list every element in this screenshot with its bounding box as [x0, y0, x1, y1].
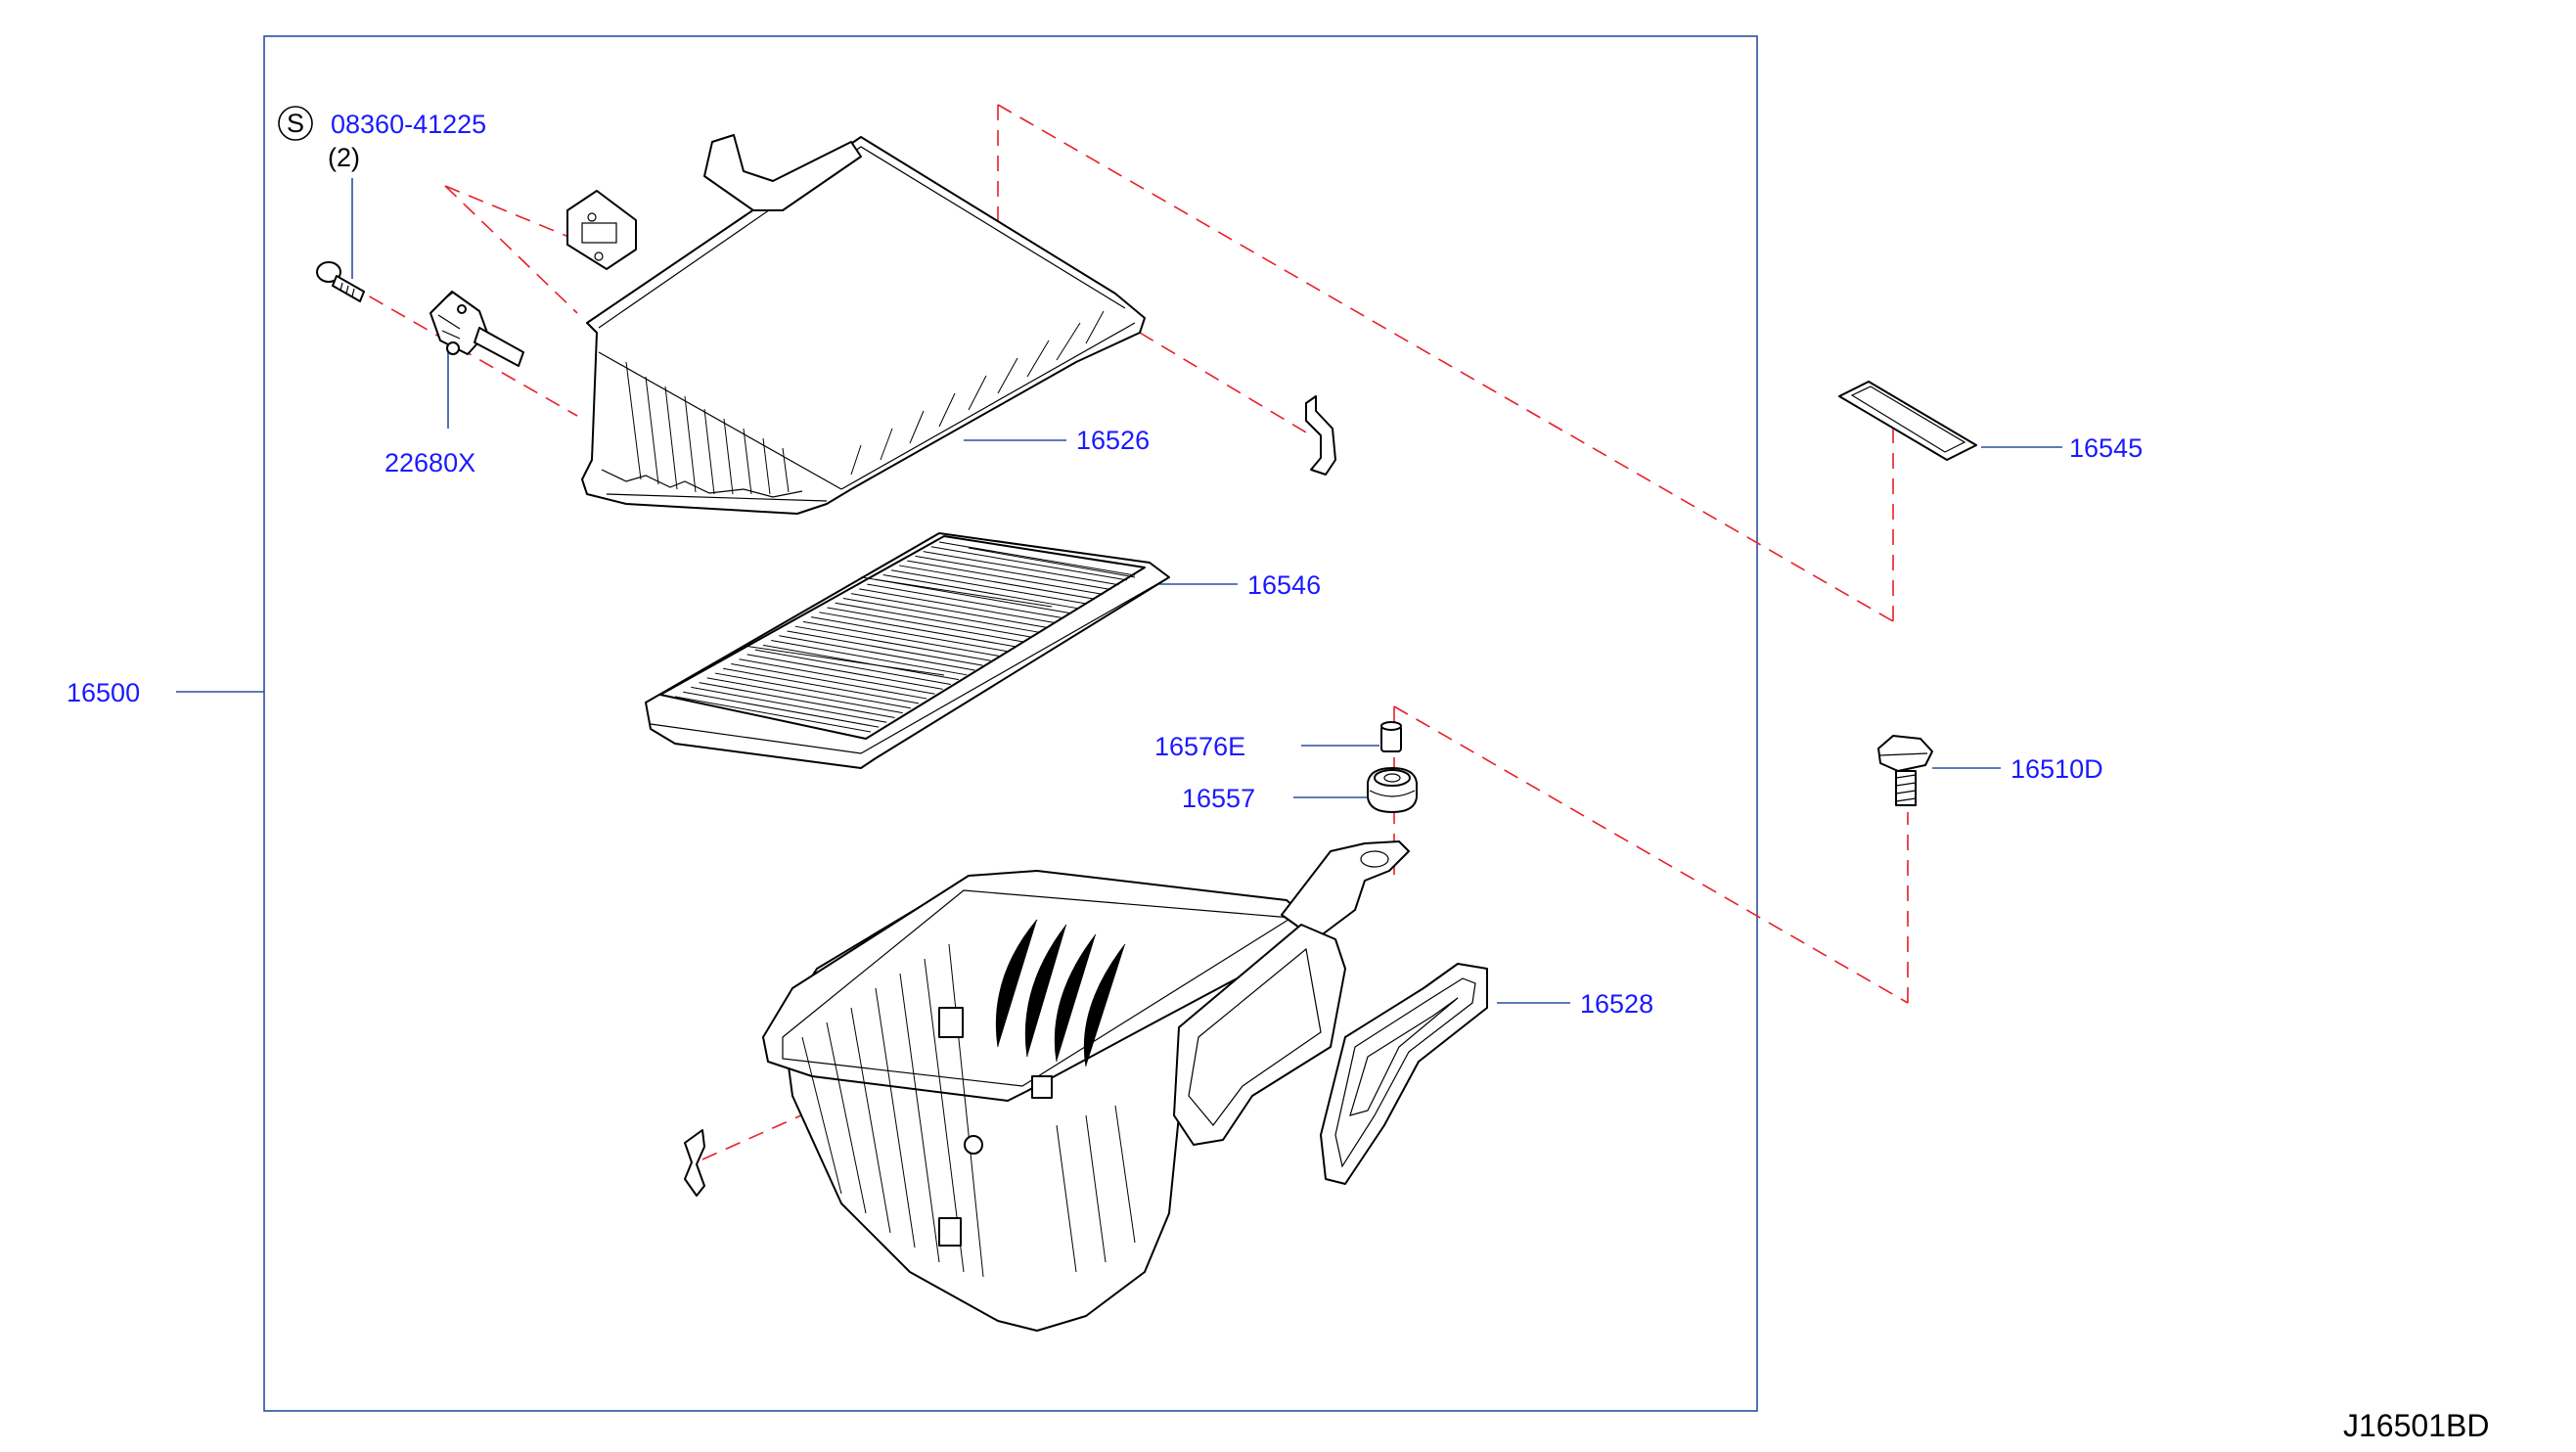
filter-pleat: [930, 546, 1127, 581]
label-16500: 16500: [67, 678, 140, 707]
filter-pleat: [746, 654, 943, 690]
label-08360-41225: 08360-41225: [331, 110, 486, 139]
filter-pleat: [915, 555, 1111, 591]
bolt-part[interactable]: [1877, 735, 1933, 806]
filter-pleat: [779, 635, 975, 671]
filter-pleat: [683, 691, 880, 728]
grommet-part[interactable]: [1367, 767, 1418, 813]
filter-pleat: [859, 588, 1056, 623]
filter-pleat: [706, 677, 903, 714]
screw-part[interactable]: [316, 261, 365, 302]
assembly-frame: [263, 35, 1758, 1412]
filter-pleat: [867, 583, 1063, 619]
leader-lines: [176, 178, 2062, 1004]
clip-upper-part[interactable]: [1305, 395, 1336, 476]
filter-pleat: [819, 612, 1016, 648]
filter-pleat: [762, 644, 960, 681]
label-16526: 16526: [1076, 426, 1150, 455]
filter-pleat: [850, 593, 1048, 628]
clip-lower-part[interactable]: [684, 1129, 705, 1197]
filter-pleat: [923, 551, 1119, 586]
seal-part[interactable]: [1838, 381, 1977, 461]
filter-pleat: [787, 630, 983, 666]
label-16528: 16528: [1580, 989, 1653, 1019]
filter-pleat: [835, 602, 1031, 638]
filter-pleat: [739, 658, 935, 695]
filter-pleat: [899, 565, 1096, 600]
label-16576E: 16576E: [1154, 732, 1245, 761]
filter-pleat: [882, 574, 1079, 610]
screw-symbol: S: [287, 109, 304, 138]
label-22680X: 22680X: [384, 448, 475, 477]
filter-pleat: [811, 616, 1008, 653]
filter-element-part[interactable]: [645, 532, 1170, 769]
label-16510D: 16510D: [2011, 754, 2103, 784]
filter-pleat: [674, 696, 872, 733]
screw-symbol-circle: [278, 106, 313, 141]
diagram-code: J16501BD: [2343, 1408, 2489, 1443]
filter-pleat: [890, 569, 1087, 605]
sensor-part[interactable]: [429, 291, 524, 367]
filter-pleat: [794, 625, 991, 661]
filter-pleat: [714, 672, 911, 709]
collar-part[interactable]: [1380, 721, 1402, 752]
callout-labels: S 08360-41225 (2) 22680X 16526 16546 165…: [67, 106, 2489, 1443]
filter-pleat: [842, 597, 1039, 633]
label-16546: 16546: [1247, 570, 1321, 600]
filter-pleat: [907, 560, 1104, 595]
duct-seal-part[interactable]: [1320, 963, 1488, 1185]
label-screw-qty: (2): [328, 143, 360, 172]
filter-pleat: [699, 682, 895, 718]
filter-pleat: [754, 649, 951, 686]
filter-pleat: [771, 640, 968, 676]
lower-housing-part[interactable]: [762, 840, 1410, 1332]
filter-pleat: [875, 578, 1071, 614]
filter-pleat: [691, 686, 887, 723]
filter-pleat: [723, 667, 920, 704]
filter-pleat: [938, 541, 1136, 576]
filter-pleat: [731, 662, 927, 700]
filter-pleat: [827, 607, 1023, 643]
label-16545: 16545: [2069, 433, 2143, 463]
upper-cover-part[interactable]: [566, 134, 1146, 515]
label-16557: 16557: [1182, 784, 1255, 813]
filter-pleat: [802, 620, 999, 657]
